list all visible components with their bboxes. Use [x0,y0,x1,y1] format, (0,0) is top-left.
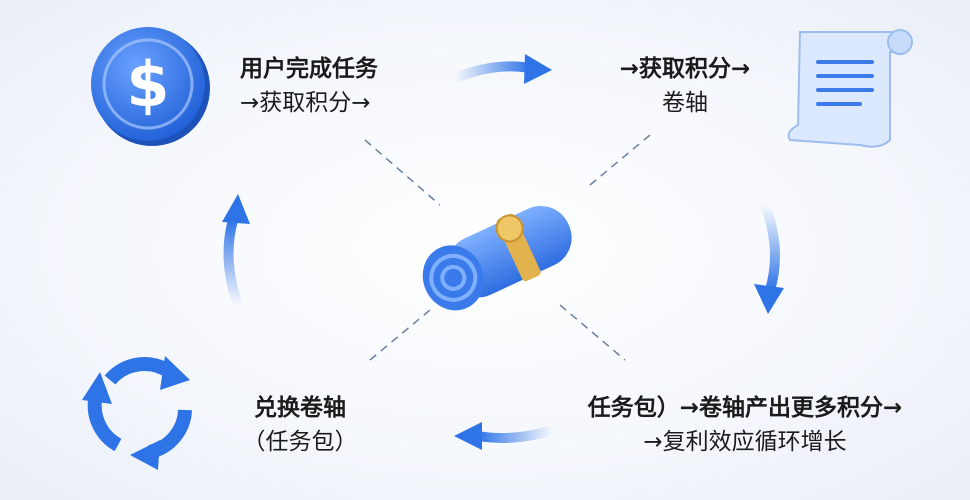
arrow-up-left [222,194,250,310]
step2-title: →获取积分→ [619,56,751,82]
step2-label: →获取积分→ 卷轴 [600,52,770,120]
step4-subtitle: （任务包） [242,429,358,455]
dashed-connectors [364,134,651,361]
rolled-scroll-icon [422,205,572,311]
step3-title: 任务包）→卷轴产出更多积分→ [587,395,903,421]
step4-title: 兑换卷轴 [254,395,346,421]
step1-label: 用户完成任务 →获取积分→ [240,52,378,120]
arrow-left-bottom [454,422,557,450]
arrow-right-top [450,54,552,84]
step4-label: 兑换卷轴 （任务包） [230,391,370,459]
step2-subtitle: 卷轴 [662,90,708,116]
step3-label: 任务包）→卷轴产出更多积分→ →复利效应循环增长 [550,391,940,459]
step3-subtitle: →复利效应循环增长 [643,429,847,455]
refresh-cycle-icon [82,356,192,470]
dollar-coin-icon: $ [91,27,210,146]
document-scroll-icon [787,29,913,148]
arrow-down-right [754,200,784,314]
step1-title: 用户完成任务 [240,56,378,82]
step1-subtitle: →获取积分→ [240,90,371,116]
svg-text:$: $ [126,48,169,121]
